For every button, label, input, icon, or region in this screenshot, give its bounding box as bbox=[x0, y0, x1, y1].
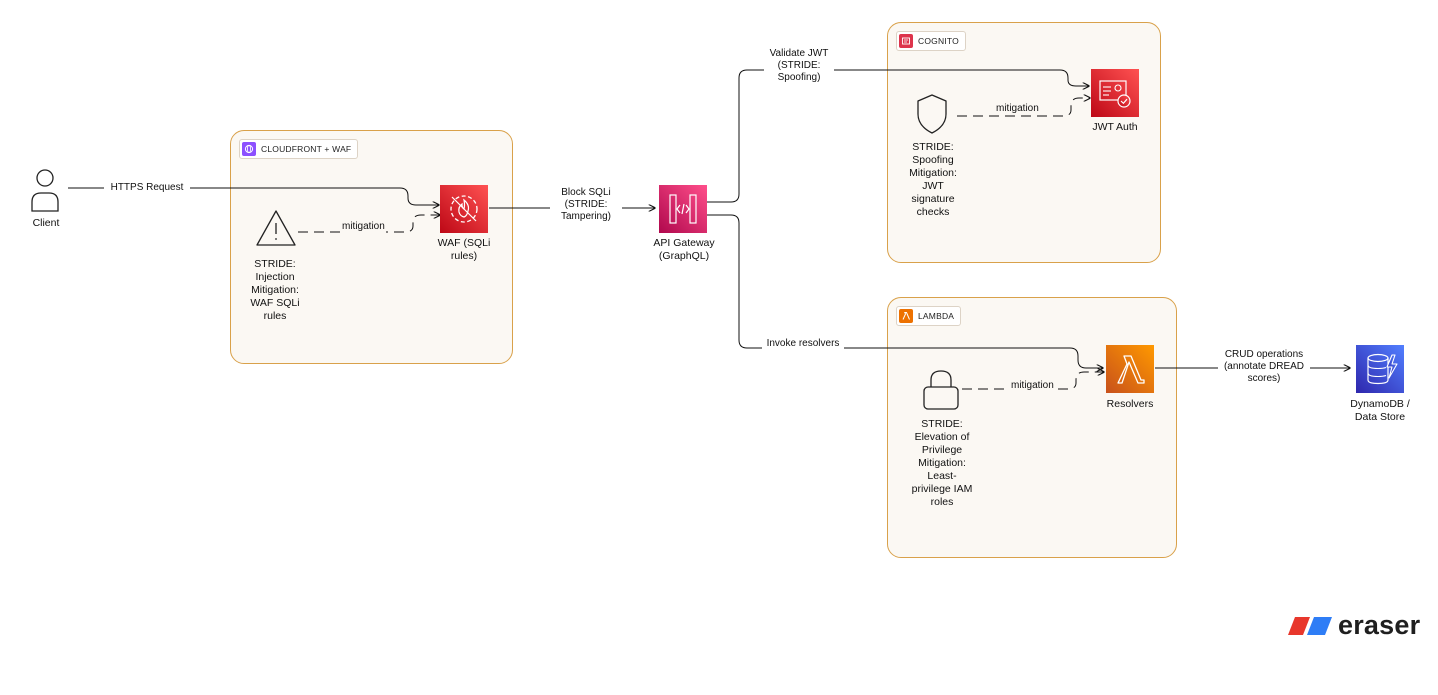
lambda-icon[interactable] bbox=[1106, 345, 1154, 398]
dynamodb-label: DynamoDB / Data Store bbox=[1350, 398, 1410, 423]
lock-icon[interactable] bbox=[921, 369, 961, 416]
cognito-group-title: COGNITO bbox=[918, 36, 959, 46]
edge-mitigation-elevation bbox=[962, 372, 1104, 390]
edge-invoke-resolvers bbox=[707, 214, 1103, 368]
edge-label-validate-jwt: Validate JWT (STRIDE: Spoofing) bbox=[764, 48, 834, 84]
edge-label-crud: CRUD operations (annotate DREAD scores) bbox=[1218, 349, 1310, 385]
client-label: Client bbox=[32, 217, 60, 229]
waf-label: WAF (SQLi rules) bbox=[437, 237, 491, 262]
edge-validate-jwt bbox=[707, 69, 1089, 203]
lambda-icon-small bbox=[899, 309, 913, 323]
shield-icon[interactable] bbox=[915, 93, 949, 140]
cognito-icon bbox=[899, 34, 913, 48]
eraser-logo-mark bbox=[1288, 616, 1332, 635]
waf-icon[interactable] bbox=[440, 185, 488, 238]
eraser-logo: eraser bbox=[1288, 610, 1420, 641]
edge-https-request bbox=[68, 187, 439, 205]
mitigation-label-injection: mitigation bbox=[341, 221, 386, 233]
mitigation-label-spoofing: mitigation bbox=[995, 103, 1040, 115]
threat-elevation-label: STRIDE: Elevation of Privilege Mitigatio… bbox=[911, 418, 973, 508]
edge-label-invoke-resolvers: Invoke resolvers bbox=[762, 338, 844, 350]
cloudfront-waf-group-header: CLOUDFRONT + WAF bbox=[239, 139, 359, 159]
eraser-logo-text: eraser bbox=[1338, 610, 1421, 640]
cloudfront-icon bbox=[242, 142, 256, 156]
jwt-auth-icon[interactable] bbox=[1091, 69, 1139, 122]
edge-label-block-sqli: Block SQLi (STRIDE: Tampering) bbox=[550, 187, 622, 223]
lambda-group-title: LAMBDA bbox=[918, 311, 955, 321]
dynamodb-icon[interactable] bbox=[1356, 345, 1404, 398]
cloudfront-waf-group[interactable]: CLOUDFRONT + WAF bbox=[230, 130, 513, 364]
mitigation-label-elevation: mitigation bbox=[1010, 380, 1055, 392]
edge-mitigation-injection bbox=[298, 215, 440, 233]
client-user-icon[interactable] bbox=[30, 168, 60, 217]
edge-mitigation-spoofing bbox=[957, 98, 1090, 117]
jwt-auth-label: JWT Auth bbox=[1092, 121, 1138, 133]
cloudfront-waf-group-title: CLOUDFRONT + WAF bbox=[261, 144, 352, 154]
threat-spoofing-label: STRIDE: Spoofing Mitigation: JWT signatu… bbox=[909, 141, 957, 218]
resolvers-label: Resolvers bbox=[1106, 398, 1154, 410]
api-gateway-label: API Gateway (GraphQL) bbox=[653, 237, 715, 262]
api-gateway-icon[interactable] bbox=[659, 185, 707, 238]
lambda-group[interactable]: LAMBDA bbox=[887, 297, 1177, 558]
warning-icon[interactable] bbox=[254, 208, 298, 253]
cognito-group[interactable]: COGNITO bbox=[887, 22, 1161, 263]
edge-label-https-request: HTTPS Request bbox=[104, 182, 190, 194]
lambda-group-header: LAMBDA bbox=[896, 306, 962, 326]
threat-injection-label: STRIDE: Injection Mitigation: WAF SQLi r… bbox=[250, 258, 300, 322]
cognito-group-header: COGNITO bbox=[896, 31, 966, 51]
